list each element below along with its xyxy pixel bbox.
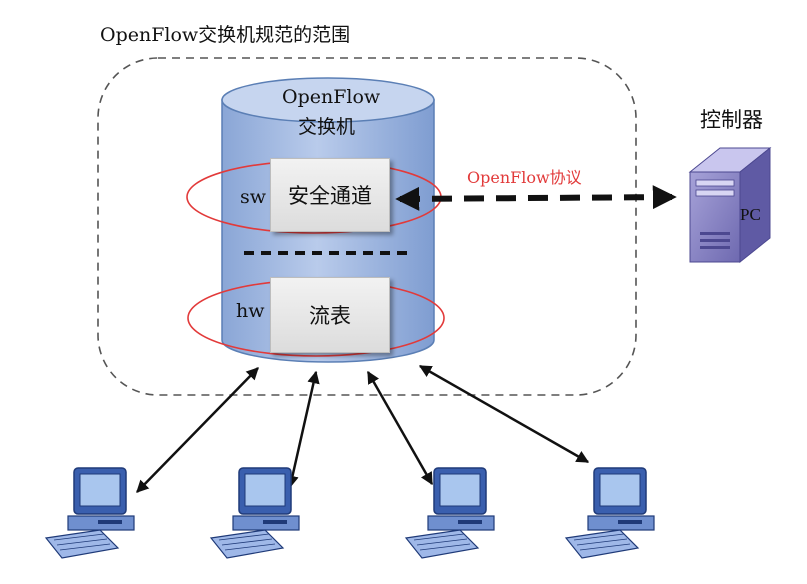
flow-table-text: 流表 [309, 304, 351, 328]
hosts-layer [44, 467, 655, 559]
host-link-2 [286, 370, 320, 489]
host-computer-icon [564, 467, 655, 559]
controller-pc-icon [688, 146, 772, 264]
switch-title-line1: OpenFlow [282, 86, 381, 108]
hw-label: hw [236, 300, 265, 322]
host-computer-icon [404, 467, 495, 559]
scope-label: OpenFlow交换机规范的范围 [100, 24, 351, 46]
openflow-protocol-label: OpenFlow协议 [467, 168, 582, 187]
openflow-protocol-arrow [395, 185, 677, 211]
host-computer-icon [44, 467, 135, 559]
sw-label: sw [240, 186, 267, 208]
switch-title-line2: 交换机 [298, 116, 356, 138]
secure-channel-text: 安全通道 [288, 184, 372, 208]
host-link-4 [418, 364, 590, 464]
controller-label: 控制器 [700, 108, 763, 132]
flow-table-box: 流表 [270, 277, 390, 353]
host-computer-icon [209, 467, 300, 559]
controller-pc-text: PC [740, 205, 761, 224]
cylinder-top [221, 77, 435, 123]
host-link-1 [136, 367, 259, 493]
host-link-3 [366, 370, 434, 486]
switch-spec-scope-boundary [97, 57, 637, 396]
secure-channel-box: 安全通道 [270, 158, 390, 232]
